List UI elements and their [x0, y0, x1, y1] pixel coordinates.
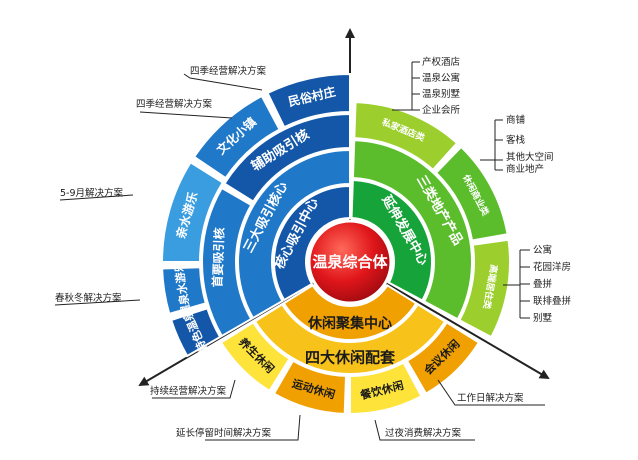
blue-ring-auxiliary: [223, 112, 351, 203]
yellow-ring-leisure-center: [282, 283, 418, 341]
group-item: 企业会所: [422, 104, 461, 116]
blue-ring-core: [273, 184, 351, 302]
green-outer-commercial: [434, 145, 509, 242]
green-outer-hotel: [353, 101, 459, 172]
annotation-label: 四季经营解决方案: [136, 98, 213, 110]
yellow-outer-dining: [349, 361, 423, 416]
green-ring-realestate: [351, 139, 473, 321]
annotation-label: 过夜消费解决方案: [385, 427, 462, 439]
green-group-2: 商铺 客栈 其他大空间 商业地产: [480, 114, 554, 175]
connector-line: [437, 379, 545, 406]
blue-sector: 核心吸引中心三大吸引核心辅助吸引核首要吸引核民俗村庄文化小镇亲水游乐温泉水游乐特…: [160, 72, 351, 358]
annotation-label: 5-9月解决方案: [60, 187, 124, 199]
group-item: 别墅: [533, 313, 553, 324]
blue-outer-water-play: [160, 160, 225, 263]
green-ring-extend: [350, 179, 433, 302]
connector-line: [205, 414, 301, 441]
blue-outer-village: [266, 72, 351, 129]
annotation-label: 持续经营解决方案: [150, 385, 227, 397]
annotation-label: 春秋冬解决方案: [55, 292, 122, 304]
ring-label-primary: 首要吸引核: [210, 227, 227, 288]
yellow-ring-four: [253, 303, 447, 375]
connector-line: [54, 299, 141, 306]
annotation-label: 工作日解决方案: [457, 392, 524, 404]
annotation-label: 延长停留时间解决方案: [176, 427, 272, 439]
yellow-annotations: 持续经营解决方案 延长停留时间解决方案 过夜消费解决方案 工作日解决方案: [150, 379, 545, 441]
blue-outer-special: [169, 307, 222, 358]
yellow-outer-wellness: [219, 321, 291, 393]
group-item: 公寓: [533, 244, 552, 256]
connector-line: [374, 419, 475, 441]
connector-line: [183, 73, 263, 91]
group-item: 商业地产: [506, 163, 544, 175]
blue-outer-hotspring-play: [161, 266, 208, 316]
connector-line: [59, 194, 134, 201]
center-hub: 温泉综合体: [307, 219, 393, 305]
group-item: 叠拼: [533, 278, 553, 290]
connector-line: [139, 111, 233, 119]
connector-line: [152, 379, 236, 399]
group-item: 联排叠拼: [533, 295, 572, 307]
group-item: 客栈: [506, 134, 526, 146]
group-item: 其他大空间: [506, 151, 554, 163]
bracket-line: [480, 119, 503, 171]
bracket-line: [503, 249, 530, 319]
center-label: 温泉综合体: [312, 253, 388, 271]
annotation-label: 四季经营解决方案: [190, 65, 267, 77]
blue-ring-primary: [201, 186, 253, 338]
center-ball: [307, 219, 393, 305]
group-item: 产权酒店: [422, 56, 460, 68]
yellow-outer-sport: [272, 359, 348, 415]
ring-label-leisure-center: 休闲聚集中心: [307, 315, 392, 332]
group-item: 温泉别墅: [422, 88, 461, 100]
green-outer-residence: [458, 238, 511, 339]
ring-label-four: 四大休闲配套: [305, 349, 396, 367]
blue-annotations: 四季经营解决方案 四季经营解决方案 5-9月解决方案 春秋冬解决方案: [54, 65, 267, 306]
group-item: 花园洋房: [533, 261, 571, 273]
bracket-line: [392, 61, 420, 111]
group-item: 商铺: [506, 114, 525, 126]
blue-ring-three: [237, 148, 351, 320]
yellow-outer-meeting: [405, 321, 481, 396]
group-item: 温泉公寓: [422, 72, 460, 84]
yellow-sector: 休闲聚集中心四大休闲配套养生休闲运动休闲餐饮休闲会议休闲: [219, 283, 481, 416]
green-group-3: 公寓 花园洋房 叠拼 联排叠拼 别墅: [503, 244, 572, 324]
blue-outer-town: [192, 94, 281, 180]
green-group-1: 产权酒店 温泉公寓 温泉别墅 企业会所: [392, 56, 461, 116]
